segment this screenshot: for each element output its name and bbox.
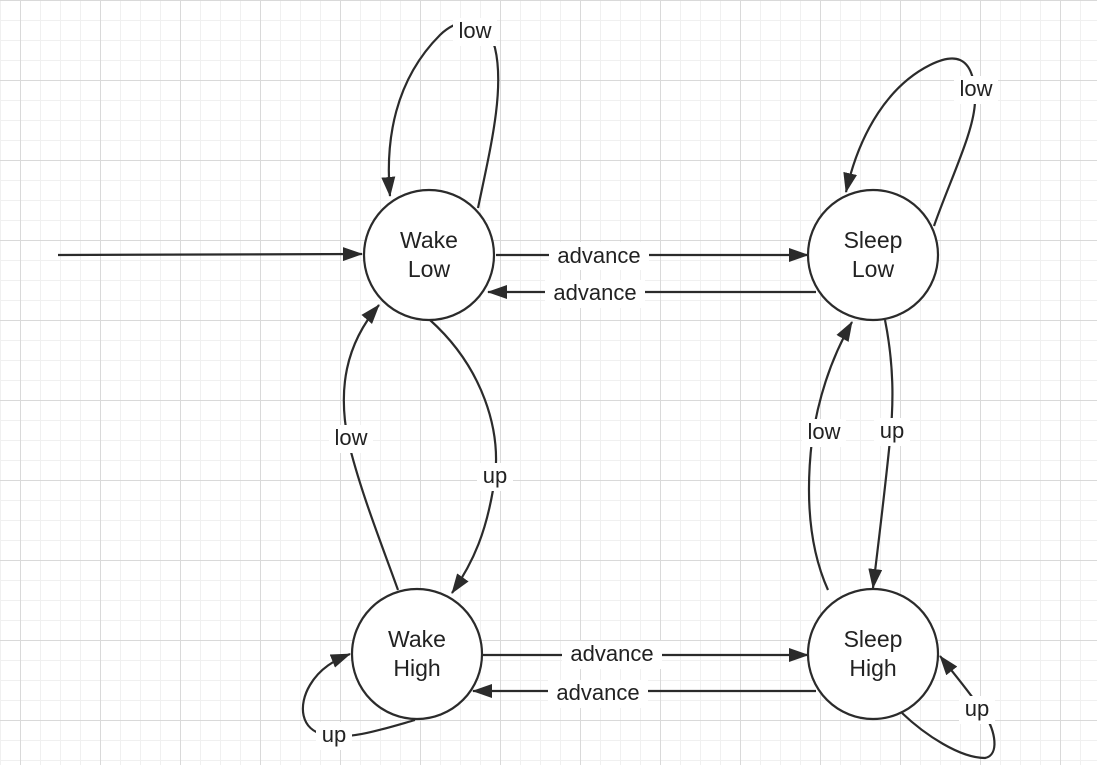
label-sleep-low-self: low (954, 76, 998, 104)
svg-text:low: low (959, 76, 992, 101)
edge-sleep-high-to-sleep-low (807, 321, 853, 591)
label-wake-high-to-wake-low: low (329, 425, 373, 453)
state-sleep-low-line2: Low (852, 256, 895, 282)
svg-text:up: up (322, 722, 346, 747)
state-wake-high: Wake High (350, 587, 484, 721)
svg-text:advance: advance (570, 641, 653, 666)
label-wake-high-to-sleep-high: advance (562, 641, 662, 669)
svg-text:advance: advance (557, 243, 640, 268)
label-sleep-high-self: up (959, 696, 995, 724)
state-sleep-high-line2: High (849, 655, 896, 681)
svg-text:advance: advance (556, 680, 639, 705)
label-wake-low-self: low (453, 18, 497, 46)
label-sleep-high-to-sleep-low: low (802, 419, 846, 447)
state-sleep-low-line1: Sleep (844, 227, 903, 253)
svg-text:up: up (483, 463, 507, 488)
state-wake-high-line2: High (393, 655, 440, 681)
state-wake-low-line1: Wake (400, 227, 458, 253)
svg-text:low: low (807, 419, 840, 444)
svg-text:low: low (458, 18, 491, 43)
label-sleep-high-to-wake-high: advance (548, 680, 648, 708)
svg-text:up: up (880, 418, 904, 443)
label-sleep-low-to-sleep-high: up (874, 418, 910, 446)
state-sleep-high-line1: Sleep (844, 626, 903, 652)
state-sleep-high: Sleep High (806, 587, 940, 721)
svg-text:up: up (965, 696, 989, 721)
label-wake-high-self: up (316, 722, 352, 750)
edge-sleep-low-self (843, 57, 977, 227)
state-sleep-low: Sleep Low (806, 188, 940, 322)
initial-arrow (57, 247, 363, 262)
edge-wake-low-to-wake-high (429, 319, 497, 594)
state-wake-low: Wake Low (362, 188, 496, 322)
edge-sleep-low-to-sleep-high (868, 319, 894, 589)
label-wake-low-to-sleep-low: advance (549, 242, 649, 270)
edge-wake-low-self (381, 20, 500, 209)
svg-text:low: low (334, 425, 367, 450)
state-wake-low-line2: Low (408, 256, 451, 282)
edge-wake-high-self (301, 652, 416, 738)
edge-sleep-high-self (901, 655, 996, 760)
state-wake-high-line1: Wake (388, 626, 446, 652)
label-sleep-low-to-wake-low: advance (545, 280, 645, 308)
svg-text:advance: advance (553, 280, 636, 305)
label-wake-low-to-wake-high: up (477, 463, 513, 491)
